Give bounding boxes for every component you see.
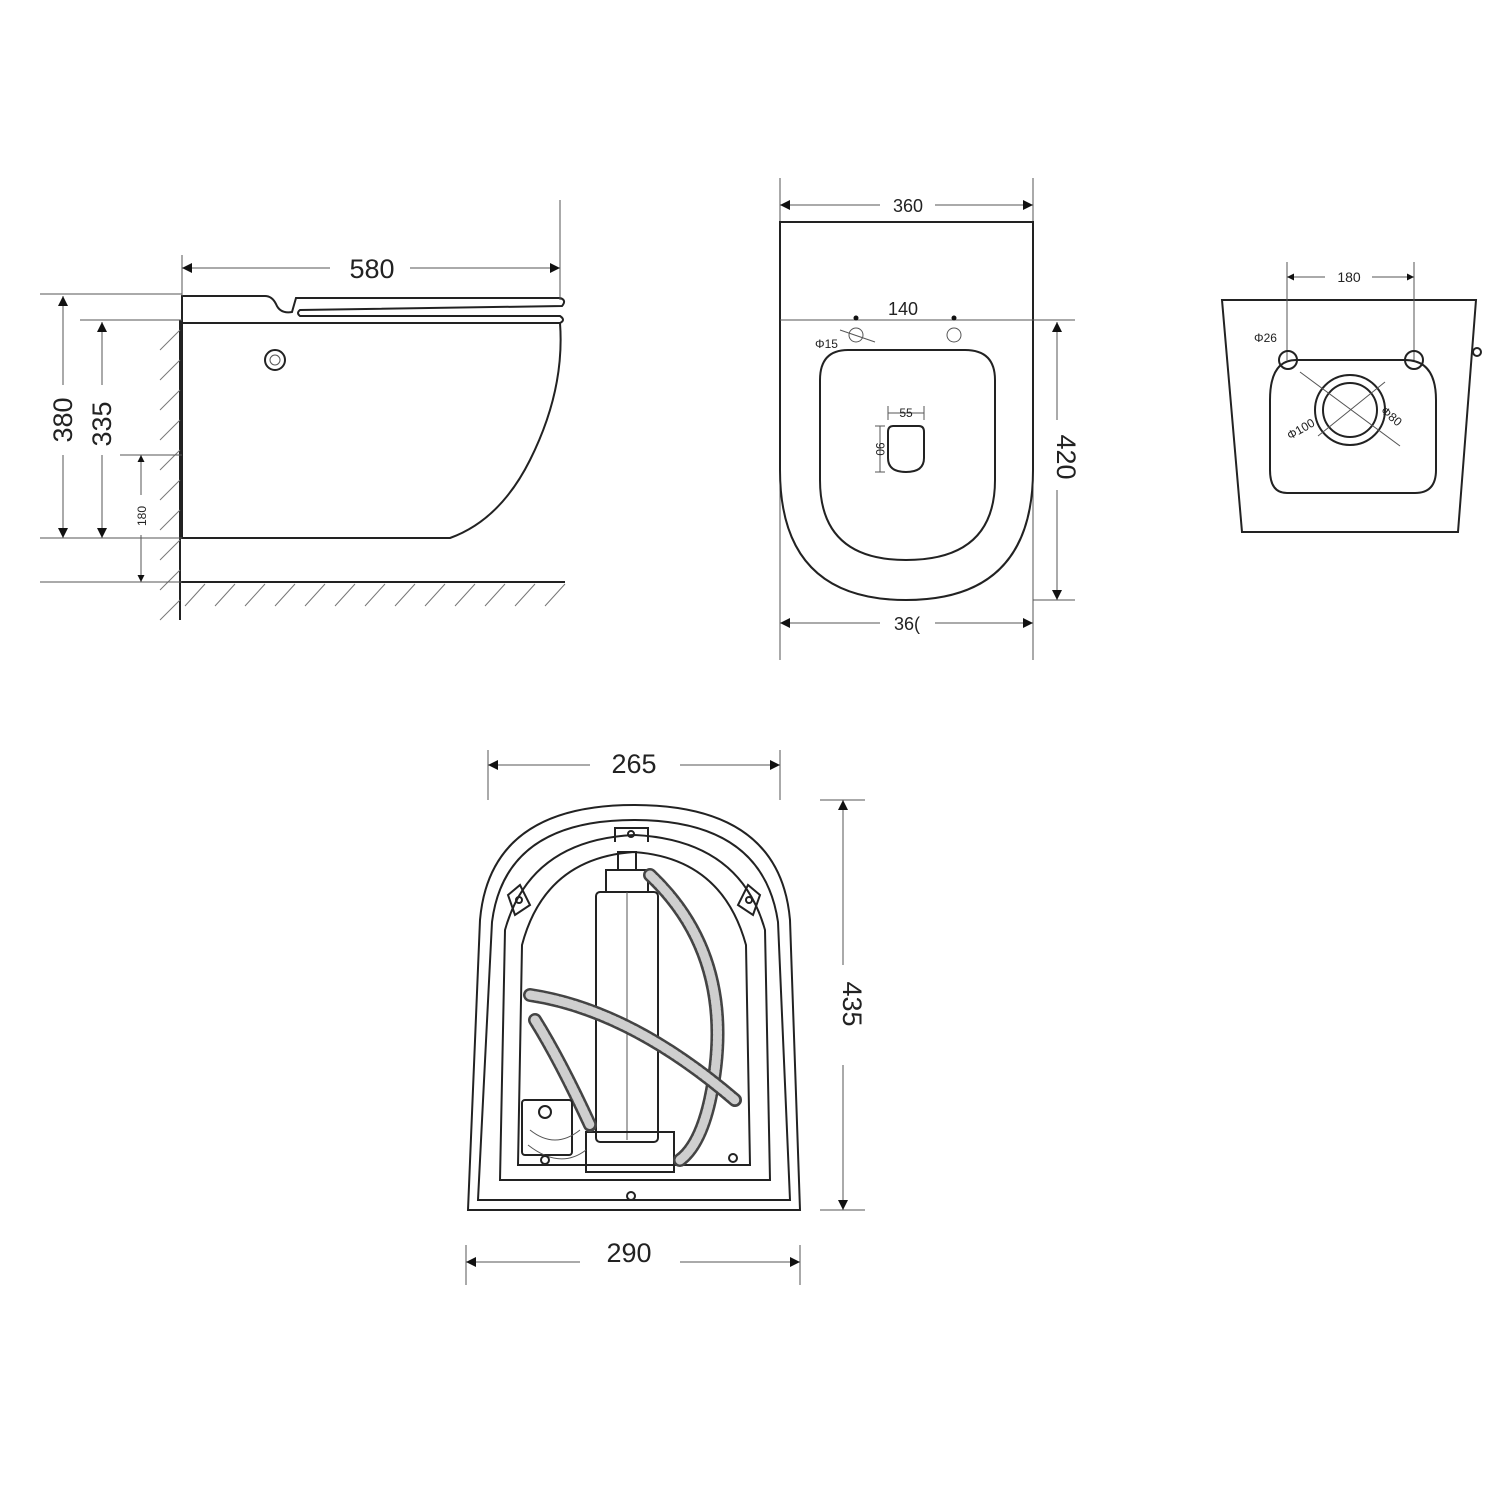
toilet-top-outline xyxy=(779,221,1034,602)
bottom-outer-shell xyxy=(466,803,802,1211)
dim-opening-height: 90 xyxy=(873,442,887,456)
toilet-side-body xyxy=(181,322,562,539)
dim-rear-hole-spacing: 180 xyxy=(1337,269,1361,285)
dim-bottom-height: 435 xyxy=(837,981,867,1026)
outlet-outer xyxy=(1314,374,1386,446)
cylinder-valve xyxy=(617,851,637,871)
toilet-side-profile xyxy=(181,295,566,324)
pump-base xyxy=(585,1131,675,1173)
dim-width-top: 360 xyxy=(893,196,923,216)
bottom-shell-inner-edge xyxy=(476,818,792,1201)
valve-cluster xyxy=(521,1099,587,1160)
dim-total-height: 380 xyxy=(48,397,78,442)
bottom-view: 265 xyxy=(465,749,867,1285)
dim-bottom-width-bottom: 290 xyxy=(606,1238,651,1268)
dim-width-bottom: 36( xyxy=(894,614,920,634)
dim-opening-width: 55 xyxy=(899,406,913,420)
cylinder-neck xyxy=(605,869,649,892)
inlet-fitting xyxy=(264,349,286,371)
rear-view: 180 Φ26 Φ100 Φ80 xyxy=(1220,262,1482,533)
mount-tab-right xyxy=(736,883,762,917)
dim-hole-spacing: 140 xyxy=(888,299,918,319)
mount-hole-left xyxy=(848,327,864,343)
mount-hole-right xyxy=(946,327,962,343)
rear-hole-right xyxy=(1404,350,1424,370)
dim-outlet-outer: Φ100 xyxy=(1285,416,1318,443)
hose-cross xyxy=(523,988,742,1107)
floor-hatching xyxy=(184,583,566,607)
top-view: 360 140 Φ15 55 90 420 36( xyxy=(779,178,1081,660)
outlet-inner xyxy=(1322,382,1378,438)
drain-hole xyxy=(626,1191,636,1201)
rear-bowl-outline xyxy=(1269,359,1437,494)
wall-hatching xyxy=(159,329,181,621)
dim-bottom-width-top: 265 xyxy=(611,749,656,779)
rear-hole-left xyxy=(1278,350,1298,370)
mount-tab-top xyxy=(614,827,649,842)
flush-opening xyxy=(887,425,925,474)
mount-tab-left xyxy=(506,883,532,917)
dim-rear-hole-diameter: Φ26 xyxy=(1254,331,1277,345)
dim-depth: 420 xyxy=(1051,434,1081,479)
seat-opening-outline xyxy=(819,349,996,562)
side-view: 580 380 335 180 xyxy=(40,200,566,621)
dim-outlet-height: 180 xyxy=(135,506,149,526)
bottom-frame xyxy=(498,833,772,1181)
rear-outline xyxy=(1220,299,1478,533)
dim-length: 580 xyxy=(349,254,394,284)
dim-bowl-height: 335 xyxy=(87,401,117,446)
dim-hole-diameter: Φ15 xyxy=(815,337,838,351)
